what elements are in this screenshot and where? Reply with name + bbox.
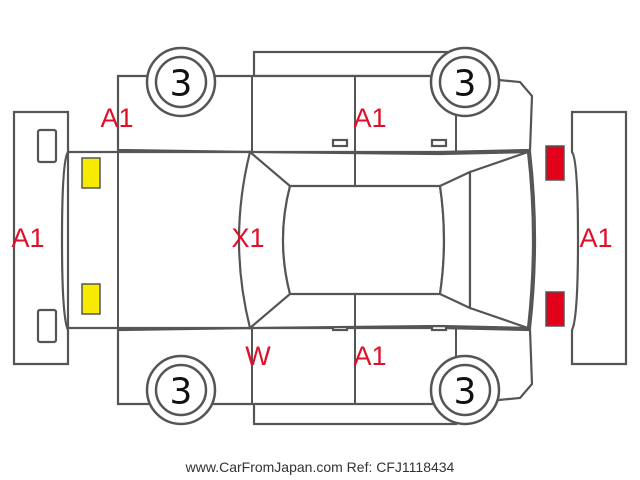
mark-front-bumper: A1	[11, 223, 44, 253]
tire-front-left-value: 3	[170, 64, 193, 105]
tire-front-right: 3	[429, 46, 501, 118]
tire-rear-left: 3	[145, 354, 217, 426]
tire-front-left: 3	[145, 46, 217, 118]
right-side-panel	[116, 322, 534, 426]
headlight-right	[81, 283, 101, 315]
left-side-panel	[116, 50, 534, 154]
tire-rear-right-value: 3	[454, 372, 477, 413]
taillight-left	[545, 145, 565, 181]
rear-bumper	[570, 110, 628, 366]
car-body-top	[66, 150, 537, 330]
mark-hood: X1	[231, 223, 264, 253]
headlight-left	[81, 157, 101, 189]
tire-rear-left-value: 3	[170, 372, 193, 413]
mark-left-quarter: A1	[100, 103, 133, 133]
footer-reference: www.CarFromJapan.com Ref: CFJ1118434	[185, 459, 455, 475]
tire-rear-right: 3	[429, 354, 501, 426]
mark-rear-bumper: A1	[579, 223, 612, 253]
mark-windshield: W	[245, 341, 271, 371]
taillight-right	[545, 291, 565, 327]
tire-front-right-value: 3	[454, 64, 477, 105]
mark-left-door: A1	[353, 103, 386, 133]
mark-right-door: A1	[353, 341, 386, 371]
